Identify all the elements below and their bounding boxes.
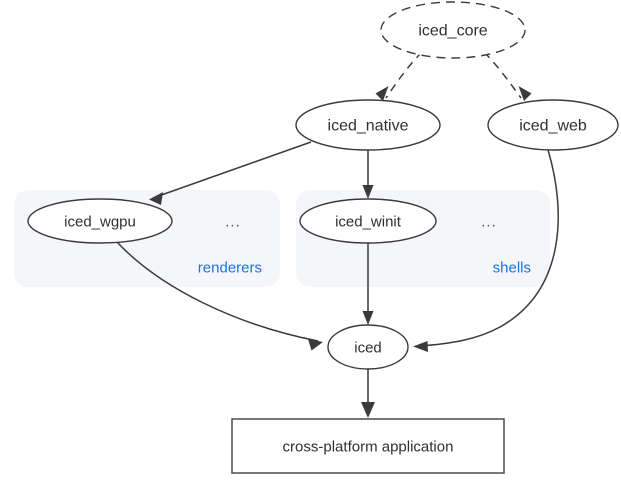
renderers-more-ellipsis: ...	[225, 214, 241, 231]
node-iced-shape[interactable]	[327, 324, 409, 370]
edge-iced-to-app-arrowhead	[361, 402, 375, 418]
node-iced-winit-shape[interactable]	[299, 198, 437, 244]
edge-native-to-winit	[362, 150, 374, 199]
shells-more-ellipsis: ...	[481, 214, 497, 231]
node-iced-label: iced	[354, 340, 382, 357]
edge-wgpu-to-iced	[116, 241, 323, 351]
edge-native-to-wgpu-arrowhead	[149, 192, 163, 205]
node-iced-core-label: iced_core	[418, 23, 487, 40]
edge-winit-to-iced	[362, 243, 374, 325]
edge-core-to-native-arrowhead	[375, 86, 389, 101]
node-iced[interactable]: iced	[327, 324, 409, 370]
cluster-renderers-label: renderers	[198, 260, 262, 277]
node-cross-platform-application-label: cross-platform application	[283, 439, 454, 456]
node-iced-core[interactable]: iced_core	[380, 1, 526, 59]
edge-core-to-web-arrowhead	[518, 86, 532, 101]
node-cross-platform-application[interactable]: cross-platform application	[231, 418, 505, 474]
node-iced-winit[interactable]: iced_winit	[299, 198, 437, 244]
edge-web-to-iced-arrowhead	[413, 341, 428, 352]
node-iced-native[interactable]: iced_native	[295, 99, 441, 151]
edge-web-to-iced-line	[417, 149, 559, 347]
edge-wgpu-to-iced-arrowhead	[308, 339, 323, 351]
edge-iced-to-app	[361, 369, 375, 418]
node-iced-web[interactable]: iced_web	[487, 99, 619, 151]
edge-native-to-wgpu	[149, 141, 312, 205]
edge-wgpu-to-iced-line	[116, 241, 319, 342]
node-iced-winit-label: iced_winit	[335, 214, 402, 231]
edge-core-to-native-line	[385, 51, 423, 99]
node-iced-web-shape[interactable]	[487, 99, 619, 151]
edge-core-to-web	[483, 51, 532, 101]
node-iced-web-label: iced_web	[519, 118, 587, 135]
node-iced-native-shape[interactable]	[295, 99, 441, 151]
edge-web-to-iced	[413, 149, 559, 352]
edge-core-to-native	[375, 51, 423, 101]
edge-native-to-winit-arrowhead	[362, 185, 374, 199]
edge-core-to-web-line	[483, 51, 522, 99]
node-iced-core-shape[interactable]	[380, 1, 526, 59]
node-cross-platform-application-shape[interactable]	[231, 418, 505, 474]
edge-native-to-wgpu-line	[152, 141, 312, 199]
node-iced-wgpu-label: iced_wgpu	[64, 214, 136, 231]
node-iced-wgpu-shape[interactable]	[27, 198, 173, 244]
node-iced-native-label: iced_native	[328, 118, 409, 135]
edge-winit-to-iced-arrowhead	[362, 311, 374, 325]
cluster-shells-label: shells	[493, 260, 531, 277]
node-iced-wgpu[interactable]: iced_wgpu	[27, 198, 173, 244]
